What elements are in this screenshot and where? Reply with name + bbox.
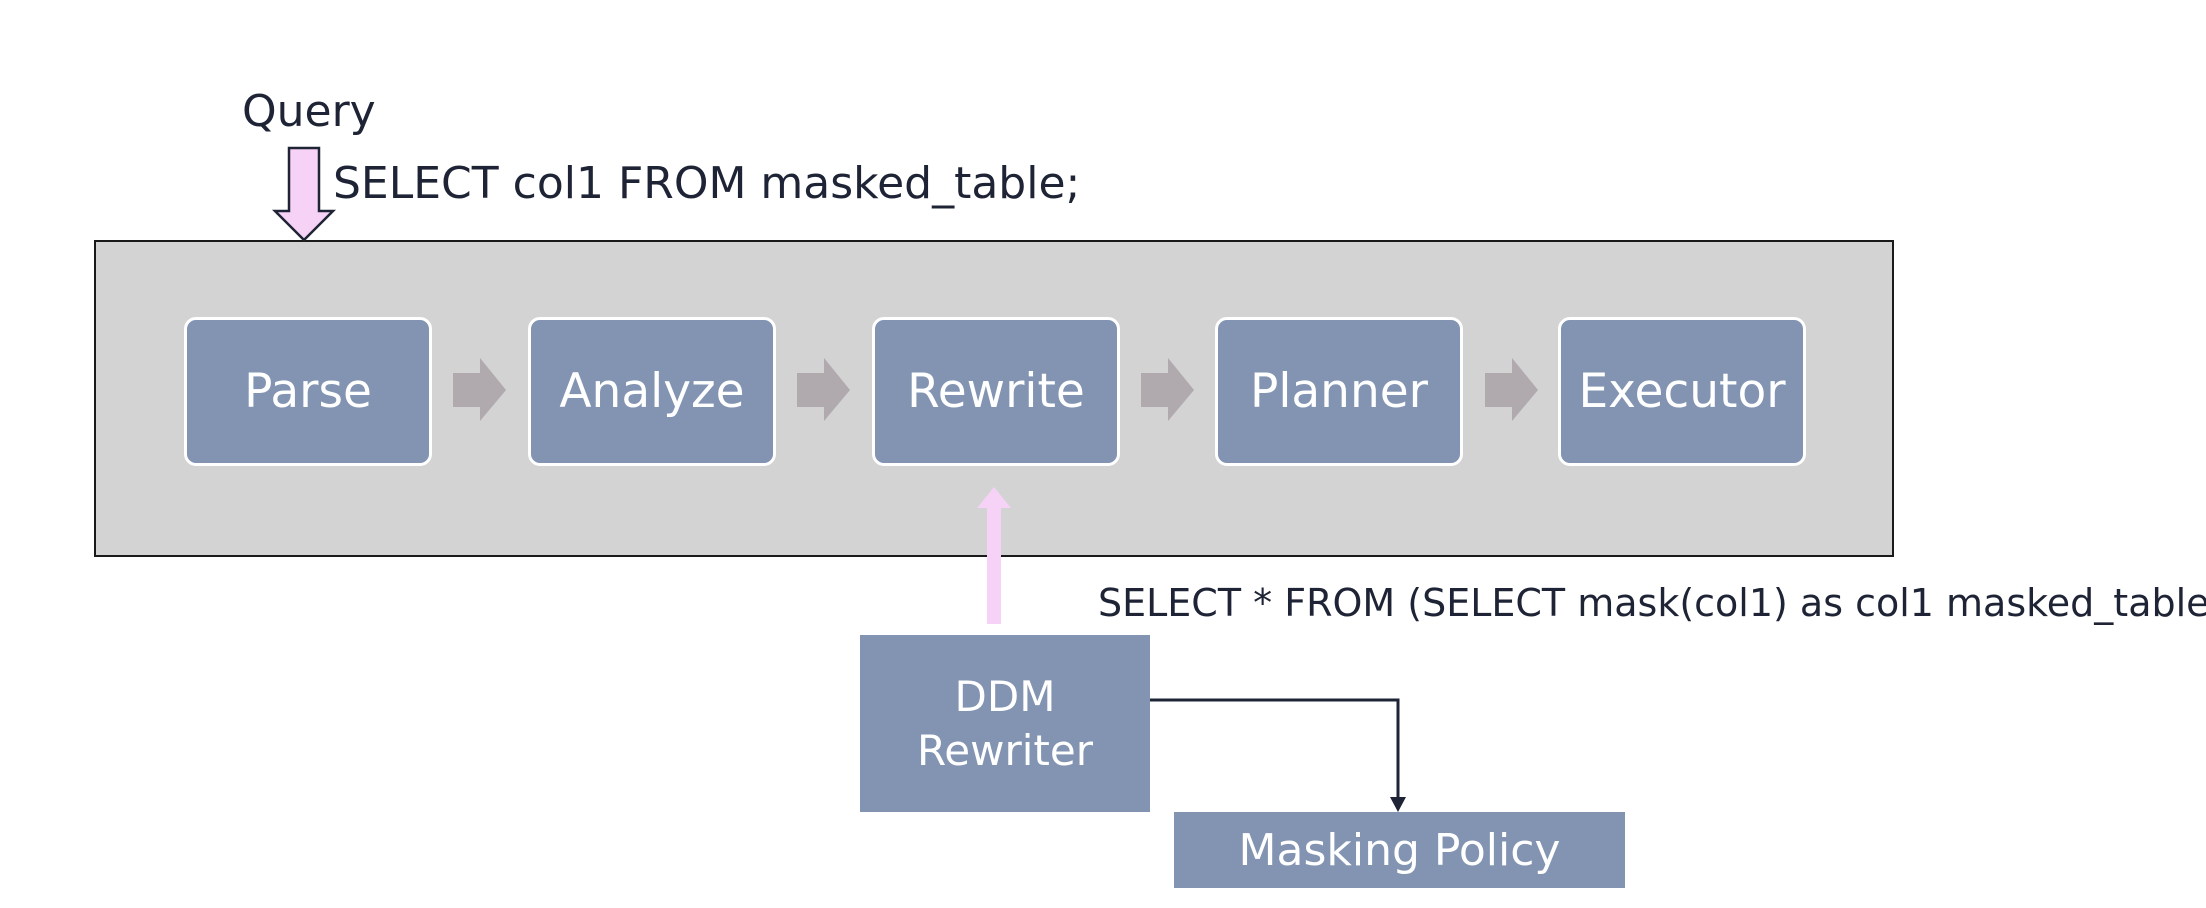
query-label: Query — [242, 86, 376, 137]
masking-policy-box: Masking Policy — [1174, 812, 1625, 888]
ddm-to-policy-arrowhead — [1390, 797, 1406, 812]
stage-analyze: Analyze — [528, 317, 776, 466]
stage-executor: Executor — [1558, 317, 1806, 466]
input-sql-statement: SELECT col1 FROM masked_table; — [333, 158, 1081, 209]
stage-rewrite: Rewrite — [872, 317, 1120, 466]
ddm-to-policy-connector — [1150, 698, 1400, 800]
ddm-rewriter-line1: DDM — [954, 671, 1056, 721]
stage-planner: Planner — [1215, 317, 1463, 466]
ddm-rewriter-box: DDM Rewriter — [860, 635, 1150, 812]
stage-parse: Parse — [184, 317, 432, 466]
rewritten-sql-statement: SELECT * FROM (SELECT mask(col1) as col1… — [1098, 581, 2206, 625]
ddm-rewriter-line2: Rewriter — [917, 725, 1093, 775]
query-input-arrow — [271, 146, 337, 242]
